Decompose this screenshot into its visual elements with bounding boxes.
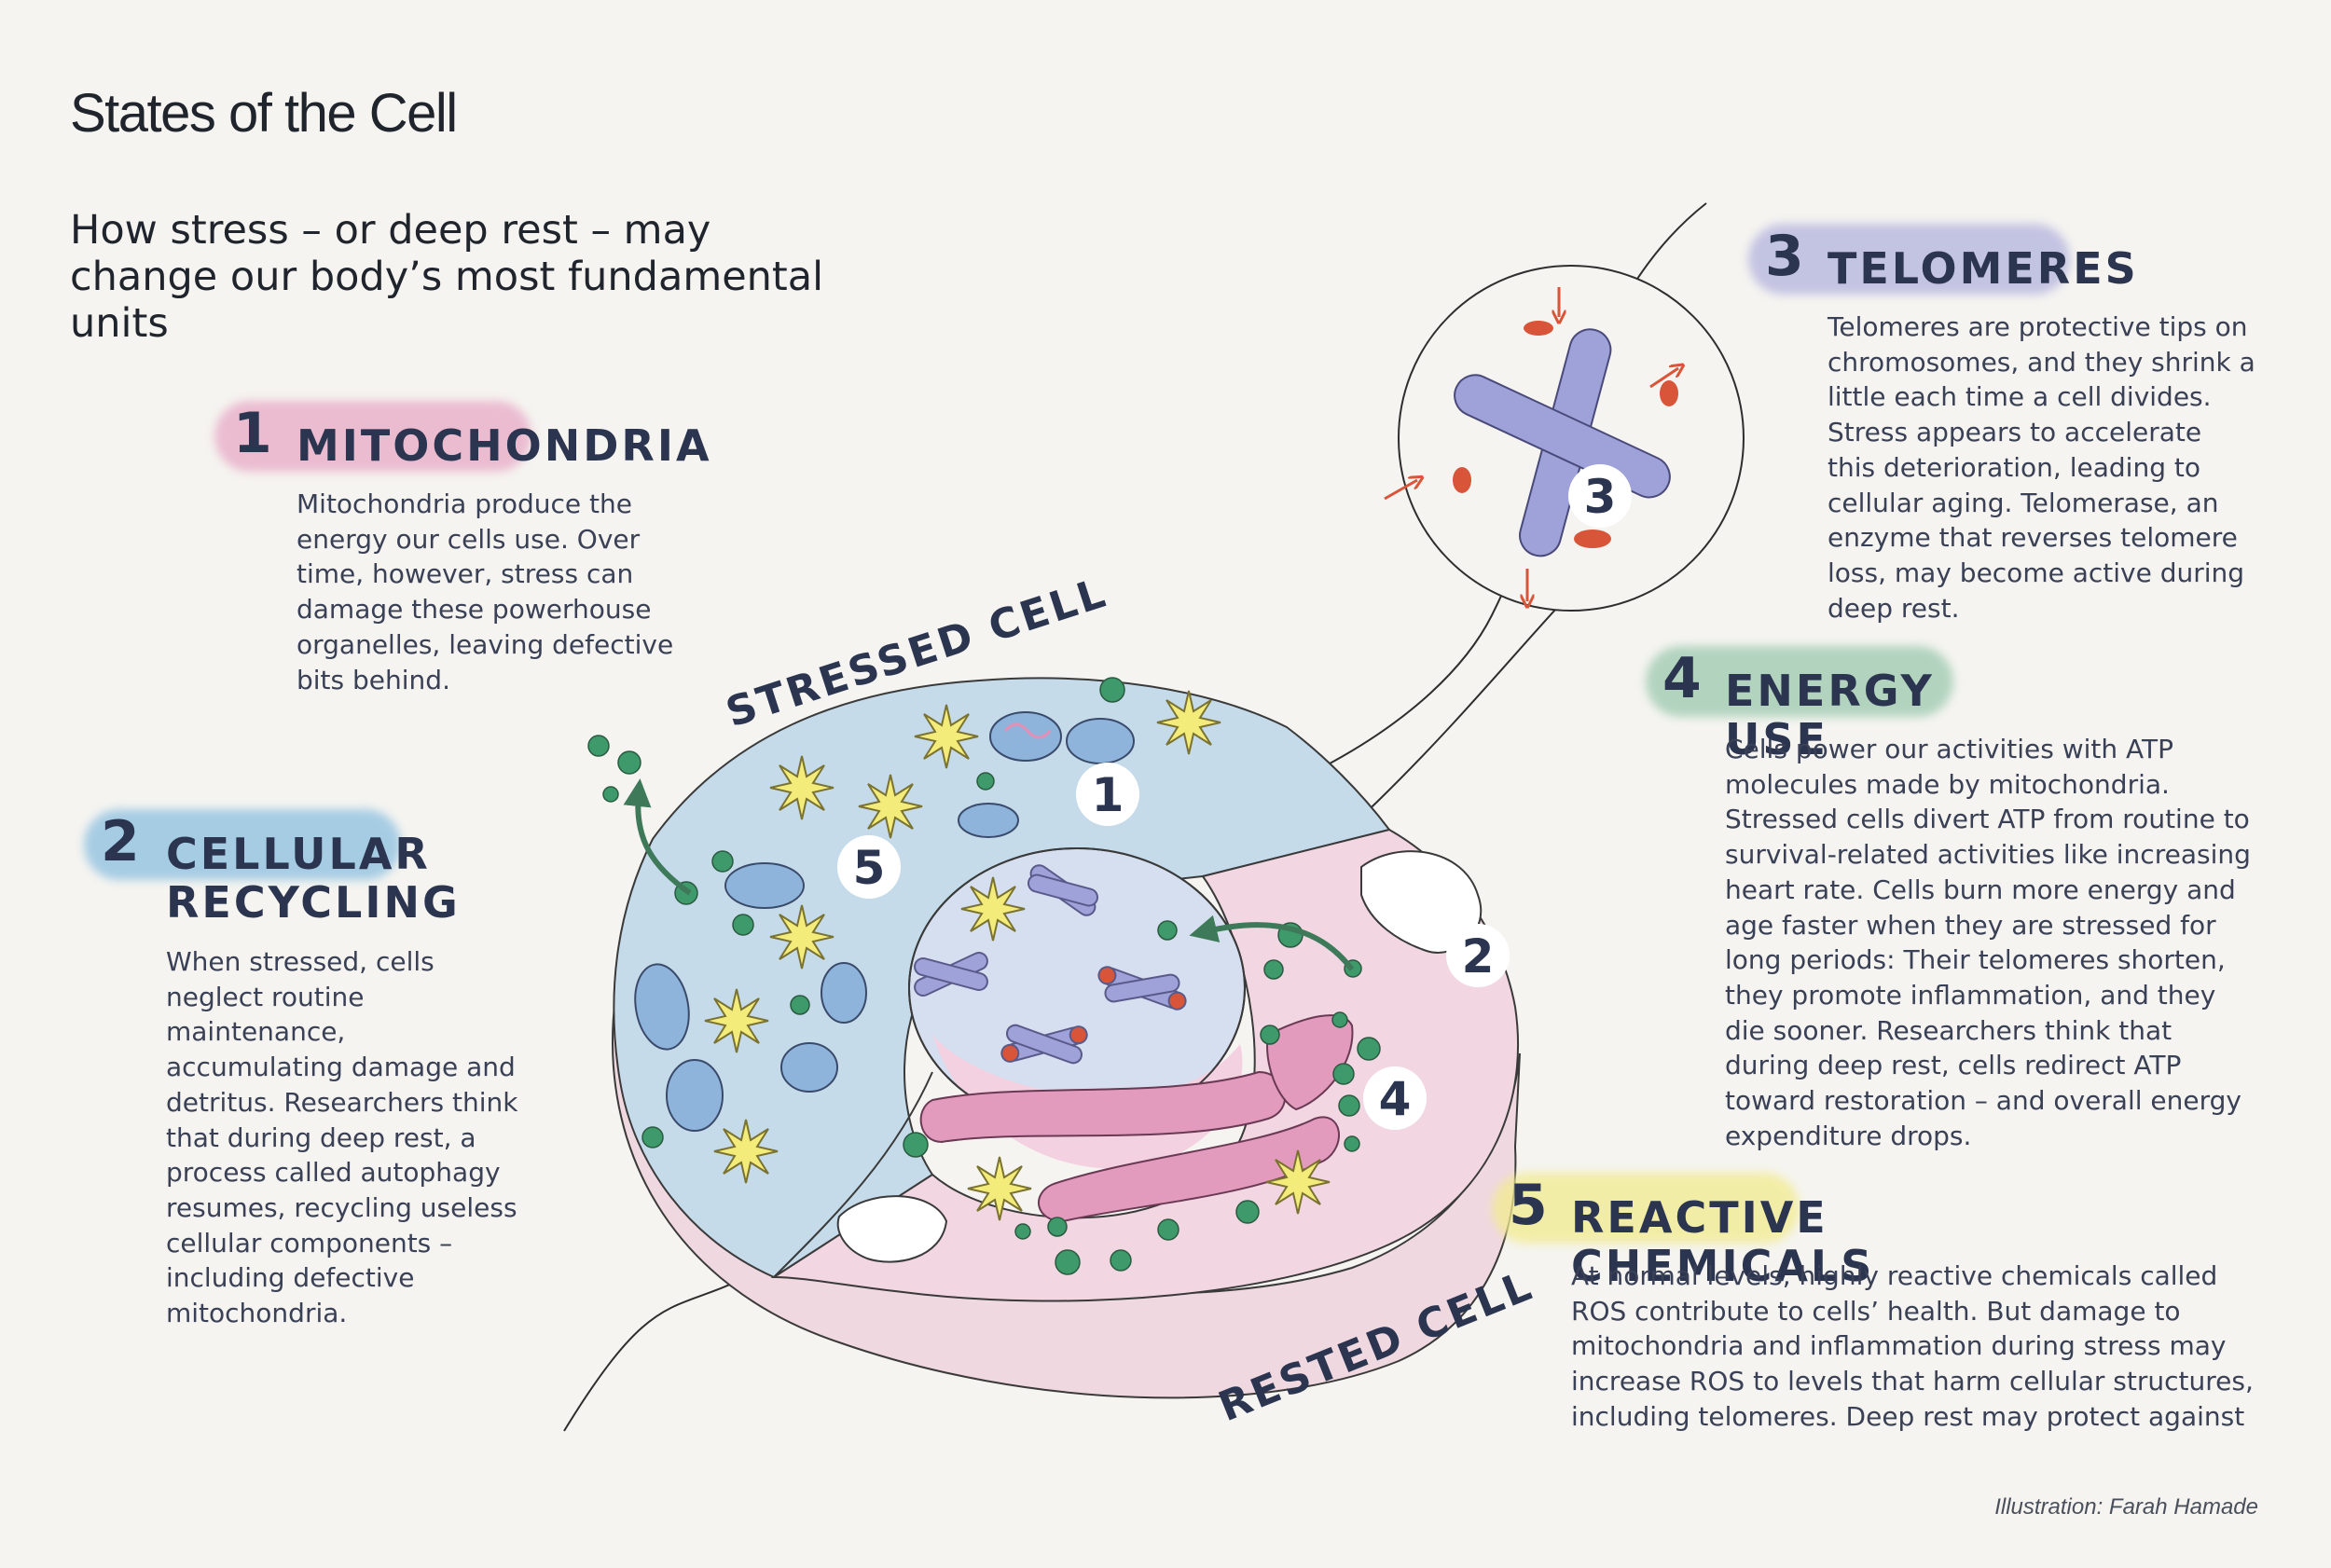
cell-divide (773, 1071, 933, 1278)
ros-stars (704, 690, 1331, 1221)
ros-star (713, 1119, 779, 1184)
ros-star (960, 876, 1026, 942)
atp-particle (641, 1126, 664, 1148)
atp-particle (1099, 677, 1125, 703)
energy-arrow (1189, 915, 1355, 971)
nucleus-chromosomes (914, 864, 1187, 1065)
atp-particle (903, 1132, 929, 1158)
section-3-highlight (1748, 224, 2070, 295)
atp-particle (976, 772, 995, 791)
atp-particle (1014, 1223, 1031, 1240)
atp-particle (1344, 1135, 1360, 1152)
ros-star (914, 704, 979, 769)
section-2-heading: CELLULAR RECYCLING (166, 829, 461, 928)
atp-particle (1157, 1218, 1179, 1241)
section-5-highlight (1492, 1173, 1800, 1244)
atp-particle (1260, 1025, 1280, 1045)
ros-star (769, 755, 834, 820)
section-1-number: 1 (233, 401, 272, 466)
ros-star (967, 1156, 1032, 1221)
section-2-number: 2 (101, 809, 140, 874)
ros-star (1265, 1149, 1331, 1215)
atp-particle (1263, 959, 1284, 980)
atp-particles (587, 677, 1381, 1275)
cell-tail-line (563, 1276, 747, 1432)
illustration-credit: Illustration: Farah Hamade (1994, 1494, 2258, 1520)
endoplasmic-folds (919, 1014, 1354, 1223)
svg-text:1: 1 (1092, 768, 1124, 822)
section-1-body: Mitochondria produce the energy our cell… (297, 488, 674, 695)
recycling-arrow (623, 778, 692, 896)
section-1-highlight (214, 401, 531, 472)
marker-5: 5 (837, 835, 901, 899)
section-3-heading: TELOMERES (1828, 243, 2139, 294)
atp-particle (1357, 1037, 1381, 1061)
marker-1: 1 (1076, 763, 1139, 826)
atp-particle (1338, 1094, 1360, 1117)
atp-particle (1047, 1217, 1068, 1237)
section-5-body: At normal levels, highly reactive chemic… (1571, 1260, 2254, 1432)
telomere-zoom (1384, 265, 1745, 612)
ros-star (769, 904, 834, 970)
atp-particle (1157, 920, 1178, 941)
svg-text:5: 5 (853, 841, 886, 895)
svg-text:4: 4 (1379, 1072, 1412, 1126)
section-5-heading: REACTIVE CHEMICALS (1571, 1192, 1875, 1291)
section-1-heading: MITOCHONDRIA (297, 420, 712, 471)
atp-particle (732, 914, 754, 936)
atp-particle (711, 850, 734, 873)
atp-particle (617, 750, 641, 775)
section-3-body: Telomeres are protective tips on chromos… (1828, 311, 2255, 624)
marker-2: 2 (1446, 924, 1510, 987)
svg-text:2: 2 (1462, 929, 1495, 983)
ros-star (858, 774, 923, 839)
lysosome-stressed (836, 1195, 948, 1263)
atp-particle (1110, 1249, 1132, 1272)
atp-particle (1055, 1249, 1081, 1275)
atp-particle (1235, 1200, 1260, 1224)
atp-particle (790, 995, 810, 1015)
svg-text:3: 3 (1584, 470, 1617, 524)
section-2-body: When stressed, cells neglect routine mai… (166, 946, 518, 1329)
ros-star (1156, 690, 1221, 755)
page-subtitle: How stress – or deep rest – may change o… (70, 207, 824, 347)
section-4-heading: ENERGY USE (1725, 666, 1935, 764)
section-4-highlight (1646, 646, 1953, 717)
section-3-number: 3 (1765, 224, 1804, 289)
section-2-highlight (84, 809, 401, 880)
atp-particle (602, 786, 619, 803)
section-4-body: Cells power our activities with ATP mole… (1725, 734, 2251, 1151)
section-4-number: 4 (1662, 646, 1702, 711)
atp-particle (1331, 1011, 1348, 1028)
atp-particle (1332, 1063, 1355, 1085)
ros-star (704, 988, 769, 1053)
page-title: States of the Cell (70, 83, 458, 144)
marker-4: 4 (1363, 1066, 1427, 1130)
marker-3: 3 (1568, 464, 1632, 528)
section-5-number: 5 (1509, 1173, 1548, 1238)
atp-particle (587, 735, 610, 757)
